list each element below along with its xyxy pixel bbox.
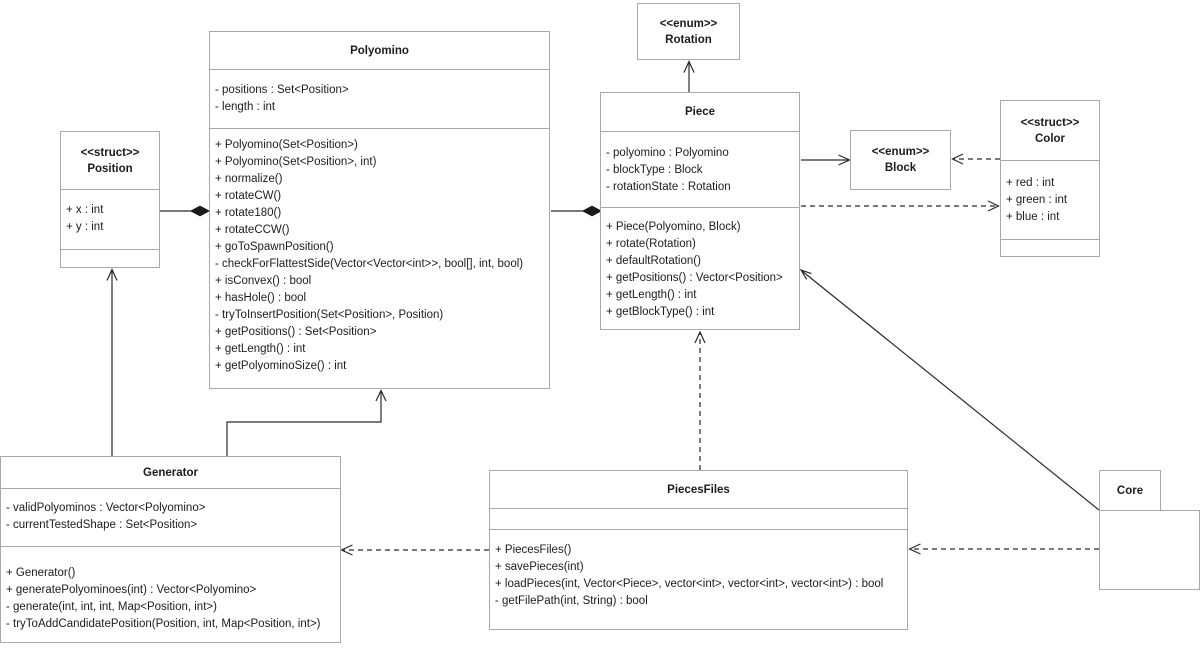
class-name: Generator: [143, 466, 198, 479]
composition-piece-polyomino: [551, 205, 603, 217]
class-block-title: <<enum>> Block: [851, 131, 950, 189]
stereotype: <<struct>>: [80, 146, 140, 159]
class-position-title: <<struct>> Position: [61, 132, 159, 189]
method: + goToSpawnPosition(): [215, 241, 334, 253]
stereotype: <<enum>>: [871, 146, 930, 158]
association-generator-polyomino: [226, 389, 387, 456]
method: + rotateCCW(): [215, 224, 290, 236]
class-polyomino-title: Polyomino: [210, 32, 549, 69]
method: + Polyomino(Set<Position>, int): [215, 156, 377, 168]
class-polyomino-methods: + Polyomino(Set<Position>) + Polyomino(S…: [210, 128, 549, 388]
method: - checkForFlattestSide(Vector<Vector<int…: [215, 258, 524, 270]
class-rotation[interactable]: <<enum>> Rotation: [637, 3, 740, 60]
class-name: Color: [1034, 132, 1066, 145]
dependency-core-piecesfiles: [908, 543, 1099, 555]
method: + getPositions() : Set<Position>: [215, 326, 377, 338]
class-block[interactable]: <<enum>> Block: [850, 130, 951, 190]
method: + rotateCW(): [215, 190, 282, 202]
attribute: - rotationState : Rotation: [606, 181, 731, 193]
class-piecesfiles-methods: + PiecesFiles() + savePieces(int) + load…: [490, 529, 907, 629]
method: + generatePolyominoes(int) : Vector<Poly…: [6, 584, 257, 596]
dependency-piece-color: [801, 200, 1000, 212]
class-name: Position: [87, 162, 133, 175]
method: + Polyomino(Set<Position>): [215, 139, 358, 151]
method: + Generator(): [6, 567, 76, 579]
class-polyomino-attributes: - positions : Set<Position> - length : i…: [210, 69, 549, 128]
attribute: - currentTestedShape : Set<Position>: [6, 519, 198, 531]
attribute: - length : int: [215, 101, 276, 113]
method: + Piece(Polyomino, Block): [606, 221, 741, 233]
attribute: + red : int: [1006, 177, 1055, 189]
attribute: - polyomino : Polyomino: [606, 147, 729, 159]
method: + loadPieces(int, Vector<Piece>, vector<…: [495, 578, 884, 590]
method: + defaultRotation(): [606, 255, 701, 267]
class-color-attributes: + red : int + green : int + blue : int: [1001, 160, 1099, 239]
class-name: Block: [884, 162, 917, 174]
method: - getFilePath(int, String) : bool: [495, 595, 648, 607]
method: - tryToInsertPosition(Set<Position>, Pos…: [215, 309, 444, 321]
method: + getLength() : int: [606, 289, 697, 301]
class-color-title: <<struct>> Color: [1001, 101, 1099, 160]
class-name: Polyomino: [350, 44, 409, 57]
class-position-methods-empty: [61, 249, 159, 265]
method: + getBlockType() : int: [606, 306, 715, 318]
method: + getLength() : int: [215, 343, 306, 355]
class-generator-attributes: - validPolyominos : Vector<Polyomino> - …: [1, 488, 340, 546]
class-rotation-title: <<enum>> Rotation: [638, 4, 739, 59]
method: + getPositions() : Vector<Position>: [606, 272, 783, 284]
class-color[interactable]: <<struct>> Color + red : int + green : i…: [1000, 100, 1100, 257]
class-polyomino[interactable]: Polyomino - positions : Set<Position> - …: [209, 31, 550, 389]
class-generator-title: Generator: [1, 457, 340, 488]
method: - generate(int, int, int, Map<Position, …: [6, 601, 217, 613]
class-piecesfiles-title: PiecesFiles: [490, 471, 907, 508]
class-piece-attributes: - polyomino : Polyomino - blockType : Bl…: [601, 131, 799, 207]
class-position[interactable]: <<struct>> Position + x : int + y : int: [60, 131, 160, 268]
method: + hasHole() : bool: [215, 292, 307, 304]
association-core-piece: [799, 268, 1100, 511]
class-piecesfiles-attributes-empty: [490, 508, 907, 529]
class-piece-methods: + Piece(Polyomino, Block) + rotate(Rotat…: [601, 207, 799, 329]
class-position-attributes: + x : int + y : int: [61, 189, 159, 249]
stereotype: <<struct>>: [1020, 116, 1080, 129]
attribute: + green : int: [1006, 194, 1068, 206]
association-generator-position: [106, 268, 118, 456]
method: + savePieces(int): [495, 561, 584, 573]
method: + getPolyominoSize() : int: [215, 360, 347, 372]
class-core-title: Core: [1099, 470, 1161, 511]
attribute: - positions : Set<Position>: [215, 84, 349, 96]
class-name: PiecesFiles: [667, 483, 730, 496]
class-piece[interactable]: Piece - polyomino : Polyomino - blockTyp…: [600, 92, 800, 330]
class-name: Core: [1116, 484, 1144, 497]
method: + isConvex() : bool: [215, 275, 312, 287]
attribute: + blue : int: [1006, 211, 1060, 223]
dependency-piecesfiles-piece: [694, 330, 706, 470]
dependency-color-block: [951, 153, 1000, 165]
attribute: + y : int: [66, 221, 104, 233]
class-generator-methods: + Generator() + generatePolyominoes(int)…: [1, 546, 340, 642]
attribute: - validPolyominos : Vector<Polyomino>: [6, 502, 206, 514]
method: + rotate180(): [215, 207, 282, 219]
class-piece-title: Piece: [601, 93, 799, 131]
method: - tryToAddCandidatePosition(Position, in…: [6, 618, 321, 630]
attribute: + x : int: [66, 204, 104, 216]
class-name: Piece: [684, 106, 716, 118]
dependency-piecesfiles-generator: [340, 544, 489, 556]
association-piece-block: [801, 154, 851, 166]
class-name: Rotation: [665, 33, 712, 46]
class-generator[interactable]: Generator - validPolyominos : Vector<Pol…: [0, 456, 341, 643]
method: + normalize(): [215, 173, 283, 185]
class-core-body: [1099, 510, 1200, 590]
method: + PiecesFiles(): [495, 544, 572, 556]
class-color-methods-empty: [1001, 239, 1099, 254]
class-piecesfiles[interactable]: PiecesFiles + PiecesFiles() + savePieces…: [489, 470, 908, 630]
composition-polyomino-position: [160, 205, 211, 217]
attribute: - blockType : Block: [606, 164, 703, 176]
stereotype: <<enum>>: [659, 17, 718, 30]
association-piece-rotation: [683, 60, 695, 92]
method: + rotate(Rotation): [606, 238, 696, 250]
